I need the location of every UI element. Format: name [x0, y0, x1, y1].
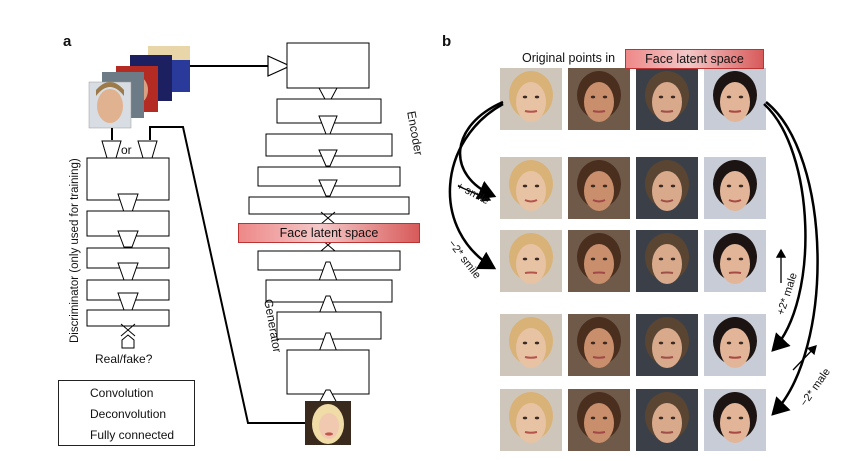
disc-block-1 [86, 157, 170, 201]
face-thumbnail [636, 314, 698, 376]
face-thumbnail [568, 314, 630, 376]
minus-smile-arrow [448, 102, 504, 270]
conv-symbol [318, 179, 338, 197]
face-thumbnail [704, 230, 766, 292]
plus-smile-arrow [458, 100, 504, 200]
face-thumbnail [636, 157, 698, 219]
conv-symbol [101, 140, 122, 159]
input-face-stack [88, 46, 190, 129]
disc-block-5 [86, 309, 170, 327]
face-thumbnail [704, 389, 766, 451]
conv-symbol [117, 193, 139, 213]
conv-symbol [117, 262, 139, 281]
encoder-stack [248, 42, 410, 252]
face-thumbnail [704, 314, 766, 376]
face-thumbnail [704, 157, 766, 219]
panel-a-label: a [63, 33, 72, 50]
latent-space-box: Face latent space [238, 223, 420, 243]
or-label: or [121, 143, 132, 157]
generator-to-discriminator-line [149, 126, 305, 424]
face-thumbnail [500, 389, 562, 451]
discriminator-stack [86, 140, 170, 349]
plus-male-arrow [763, 103, 807, 352]
minus-male-direction [792, 345, 817, 371]
face-thumbnail [568, 389, 630, 451]
face-thumbnail [636, 389, 698, 451]
face-thumbnail [500, 314, 562, 376]
panel-b-label: b [442, 33, 452, 50]
attribute-direction-arrows [457, 185, 817, 371]
real-fake-label: Real/fake? [95, 352, 153, 366]
attribute-arrows [448, 100, 819, 416]
legend-deconvolution: Deconvolution [90, 407, 167, 421]
plus-smile-direction [457, 185, 492, 202]
face-thumbnail [704, 68, 766, 130]
output-face [305, 401, 351, 445]
panel-b-header-text: Original points in [522, 51, 616, 65]
encoder-input-triangle [267, 55, 292, 77]
legend-box [58, 380, 195, 446]
encoder-block-5 [248, 196, 410, 215]
output-node [121, 334, 135, 349]
face-thumbnail [500, 157, 562, 219]
conv-symbol [117, 230, 139, 248]
conv-symbol [318, 149, 338, 167]
panel-b-latent-box: Face latent space [625, 49, 764, 69]
legend-fully-connected: Fully connected [90, 428, 175, 442]
fc-symbol [120, 323, 136, 337]
generator-block-4 [286, 349, 370, 395]
encoder-block-1 [286, 42, 370, 89]
face-thumbnail [636, 68, 698, 130]
fc-symbol [320, 211, 336, 225]
discriminator-label: Discriminator (only used for training) [69, 158, 81, 343]
face-thumbnail [636, 230, 698, 292]
conv-symbol [318, 115, 338, 135]
face-thumbnail [568, 157, 630, 219]
conv-symbol [137, 140, 158, 159]
face-thumbnail [500, 230, 562, 292]
face-thumbnail [500, 68, 562, 130]
face-thumbnail [568, 230, 630, 292]
minus-male-arrow [765, 101, 819, 416]
face-grid [500, 68, 766, 451]
generator-stack [257, 250, 401, 404]
legend-convolution: Convolution [90, 386, 154, 400]
conv-symbol [117, 292, 139, 311]
face-thumbnail [568, 68, 630, 130]
